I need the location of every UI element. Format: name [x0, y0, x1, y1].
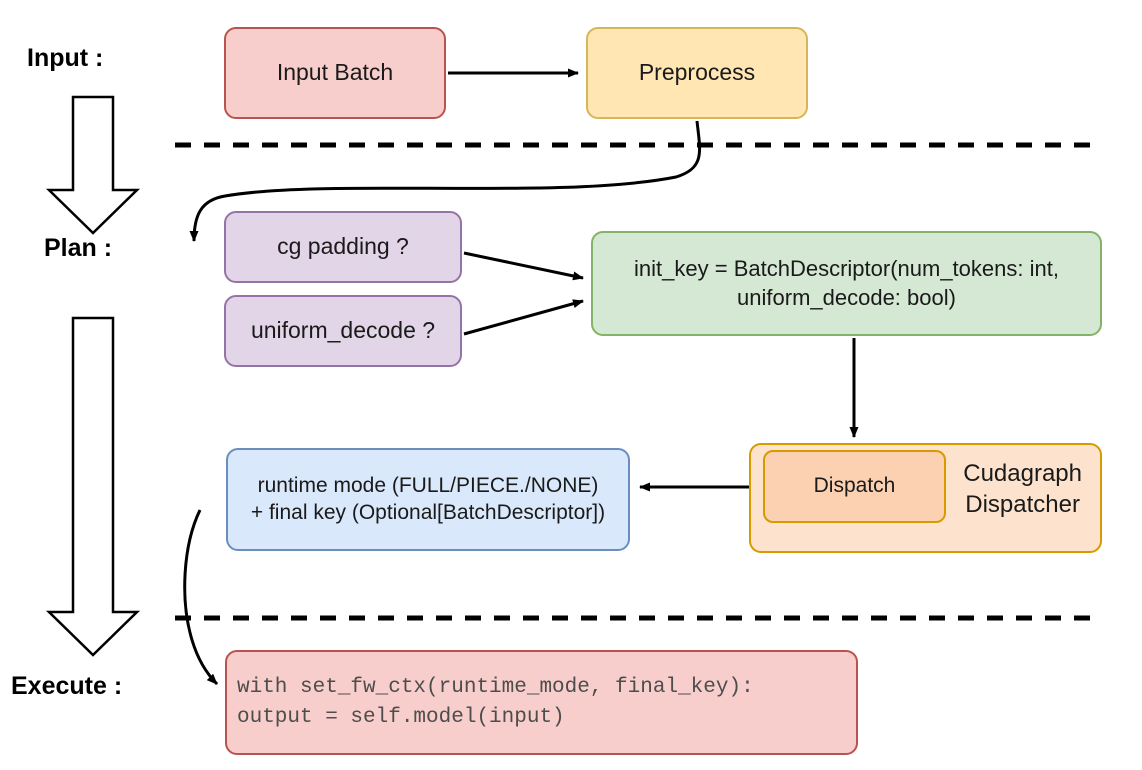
node-input-batch-label: Input Batch: [276, 59, 394, 86]
node-dispatch[interactable]: Dispatch: [763, 450, 946, 523]
node-cg-padding-label: cg padding ?: [277, 233, 409, 260]
node-cg-padding[interactable]: cg padding ?: [224, 211, 462, 283]
node-uniform-decode[interactable]: uniform_decode ?: [224, 295, 462, 367]
node-uniform-decode-label: uniform_decode ?: [250, 317, 436, 344]
flow-arrow-input-to-plan: [45, 95, 141, 235]
node-code-snippet-label: with set_fw_ctx(runtime_mode, final_key)…: [237, 675, 754, 729]
stage-label-plan: Plan :: [44, 234, 113, 262]
node-input-batch[interactable]: Input Batch: [224, 27, 446, 119]
flow-arrow-plan-to-execute: [45, 316, 141, 657]
node-runtime-mode-label: runtime mode (FULL/PIECE./NONE) + final …: [250, 473, 606, 524]
edge-cg-padding-to-init-key: [463, 251, 584, 281]
stage-label-input: Input :: [27, 44, 104, 72]
edge-runtime-mode-to-code: [183, 509, 219, 686]
node-preprocess[interactable]: Preprocess: [586, 27, 808, 119]
node-dispatch-label: Dispatch: [813, 474, 896, 498]
node-preprocess-label: Preprocess: [638, 59, 756, 86]
node-init-key-label: init_key = BatchDescriptor(num_tokens: i…: [634, 256, 1059, 310]
node-init-key[interactable]: init_key = BatchDescriptor(num_tokens: i…: [591, 231, 1102, 336]
node-runtime-mode[interactable]: runtime mode (FULL/PIECE./NONE) + final …: [226, 448, 630, 551]
node-code-snippet[interactable]: with set_fw_ctx(runtime_mode, final_key)…: [225, 650, 858, 755]
edge-uniform-decode-to-init-key: [463, 299, 584, 336]
stage-label-execute: Execute :: [11, 672, 123, 700]
node-cudagraph-dispatcher-label: Cudagraph Dispatcher: [963, 460, 1082, 518]
